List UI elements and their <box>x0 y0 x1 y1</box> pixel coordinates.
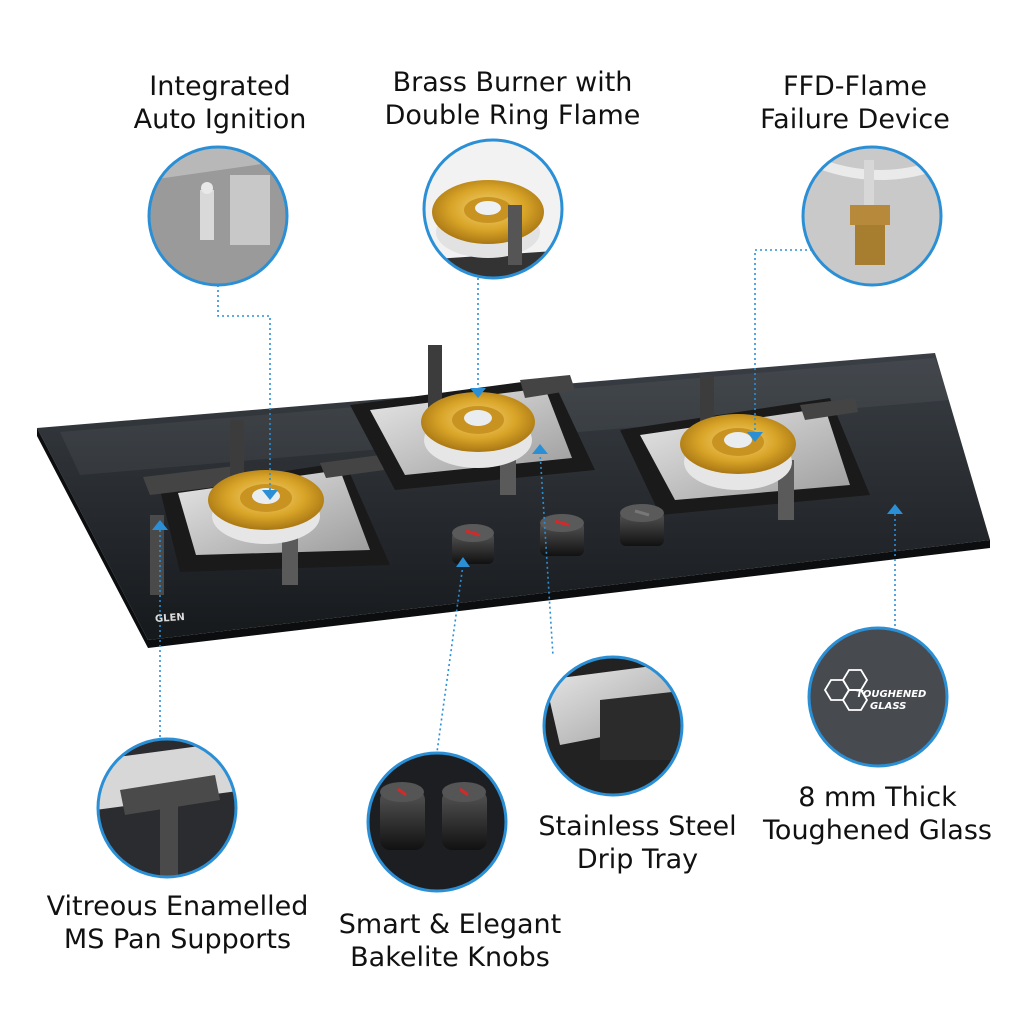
knob-middle <box>540 514 584 556</box>
label-brass-burner: Brass Burner with Double Ring Flame <box>384 67 641 131</box>
knob-right <box>620 504 664 546</box>
brass-burner-detail-image <box>422 138 564 280</box>
leader-lines <box>159 249 896 753</box>
label-auto-ignition: Integrated Auto Ignition <box>133 71 307 135</box>
ignition-detail-image <box>147 145 289 287</box>
label-toughened-glass: 8 mm Thick Toughened Glass <box>763 782 992 846</box>
burner-middle <box>350 345 595 495</box>
hexagon-icon <box>823 669 869 711</box>
drip-tray-detail-image <box>542 655 684 797</box>
label-pan-supports: Vitreous Enamelled MS Pan Supports <box>46 891 309 955</box>
arrowheads <box>152 388 903 567</box>
label-knobs: Smart & Elegant Bakelite Knobs <box>338 909 562 973</box>
brand-logo: GLEN <box>154 611 186 626</box>
badge-line-2: GLASS <box>870 701 907 712</box>
toughened-glass-badge <box>807 626 949 768</box>
pan-support-detail-image <box>96 737 238 879</box>
label-drip-tray: Stainless Steel Drip Tray <box>538 811 737 875</box>
knobs <box>452 504 664 564</box>
ffd-detail-image <box>801 145 943 287</box>
label-ffd: FFD-Flame Failure Device <box>760 71 950 135</box>
knob-left <box>452 524 494 564</box>
knobs-detail-image <box>366 751 508 893</box>
badge-line-1: TOUGHENED <box>856 689 927 700</box>
